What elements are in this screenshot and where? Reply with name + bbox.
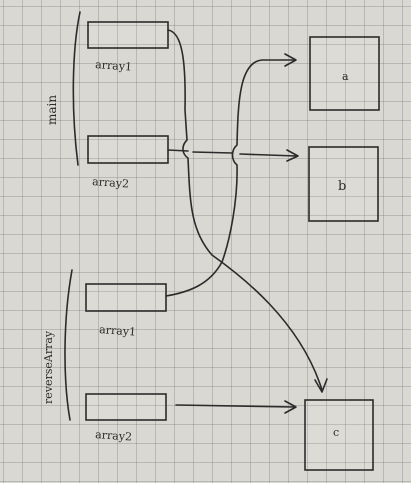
arrow-rev-array2-to-c [175, 404, 295, 408]
main-scope-bracket [72, 11, 81, 166]
variable-box-main-array1 [87, 21, 169, 49]
variable-label-main-array2: array2 [92, 175, 130, 191]
arrowhead-c-2 [284, 400, 297, 414]
arrow-main-array1-to-c [167, 29, 323, 391]
arrow-rev-array1-to-a [165, 59, 295, 297]
heap-box-b [308, 146, 379, 222]
variable-box-main-array2 [87, 135, 169, 164]
reverse-scope-bracket [64, 269, 73, 421]
arrow-main-array2-to-b [167, 149, 297, 157]
heap-label-c: c [333, 426, 339, 439]
scope-label-reverse: reverseArray [42, 330, 55, 404]
variable-label-main-array1: array1 [95, 58, 133, 74]
arrowhead-c [314, 378, 328, 393]
heap-box-c [304, 399, 374, 471]
arrowhead-b [286, 149, 299, 162]
heap-box-a [309, 36, 380, 111]
heap-label-a: a [342, 70, 349, 83]
scope-label-main: main [45, 95, 59, 125]
variable-box-rev-array1 [85, 283, 167, 312]
arrowhead-a [284, 53, 297, 67]
variable-label-rev-array1: array1 [99, 323, 137, 339]
variable-label-rev-array2: array2 [95, 428, 133, 444]
variable-box-rev-array2 [85, 393, 167, 421]
heap-label-b: b [338, 179, 346, 194]
